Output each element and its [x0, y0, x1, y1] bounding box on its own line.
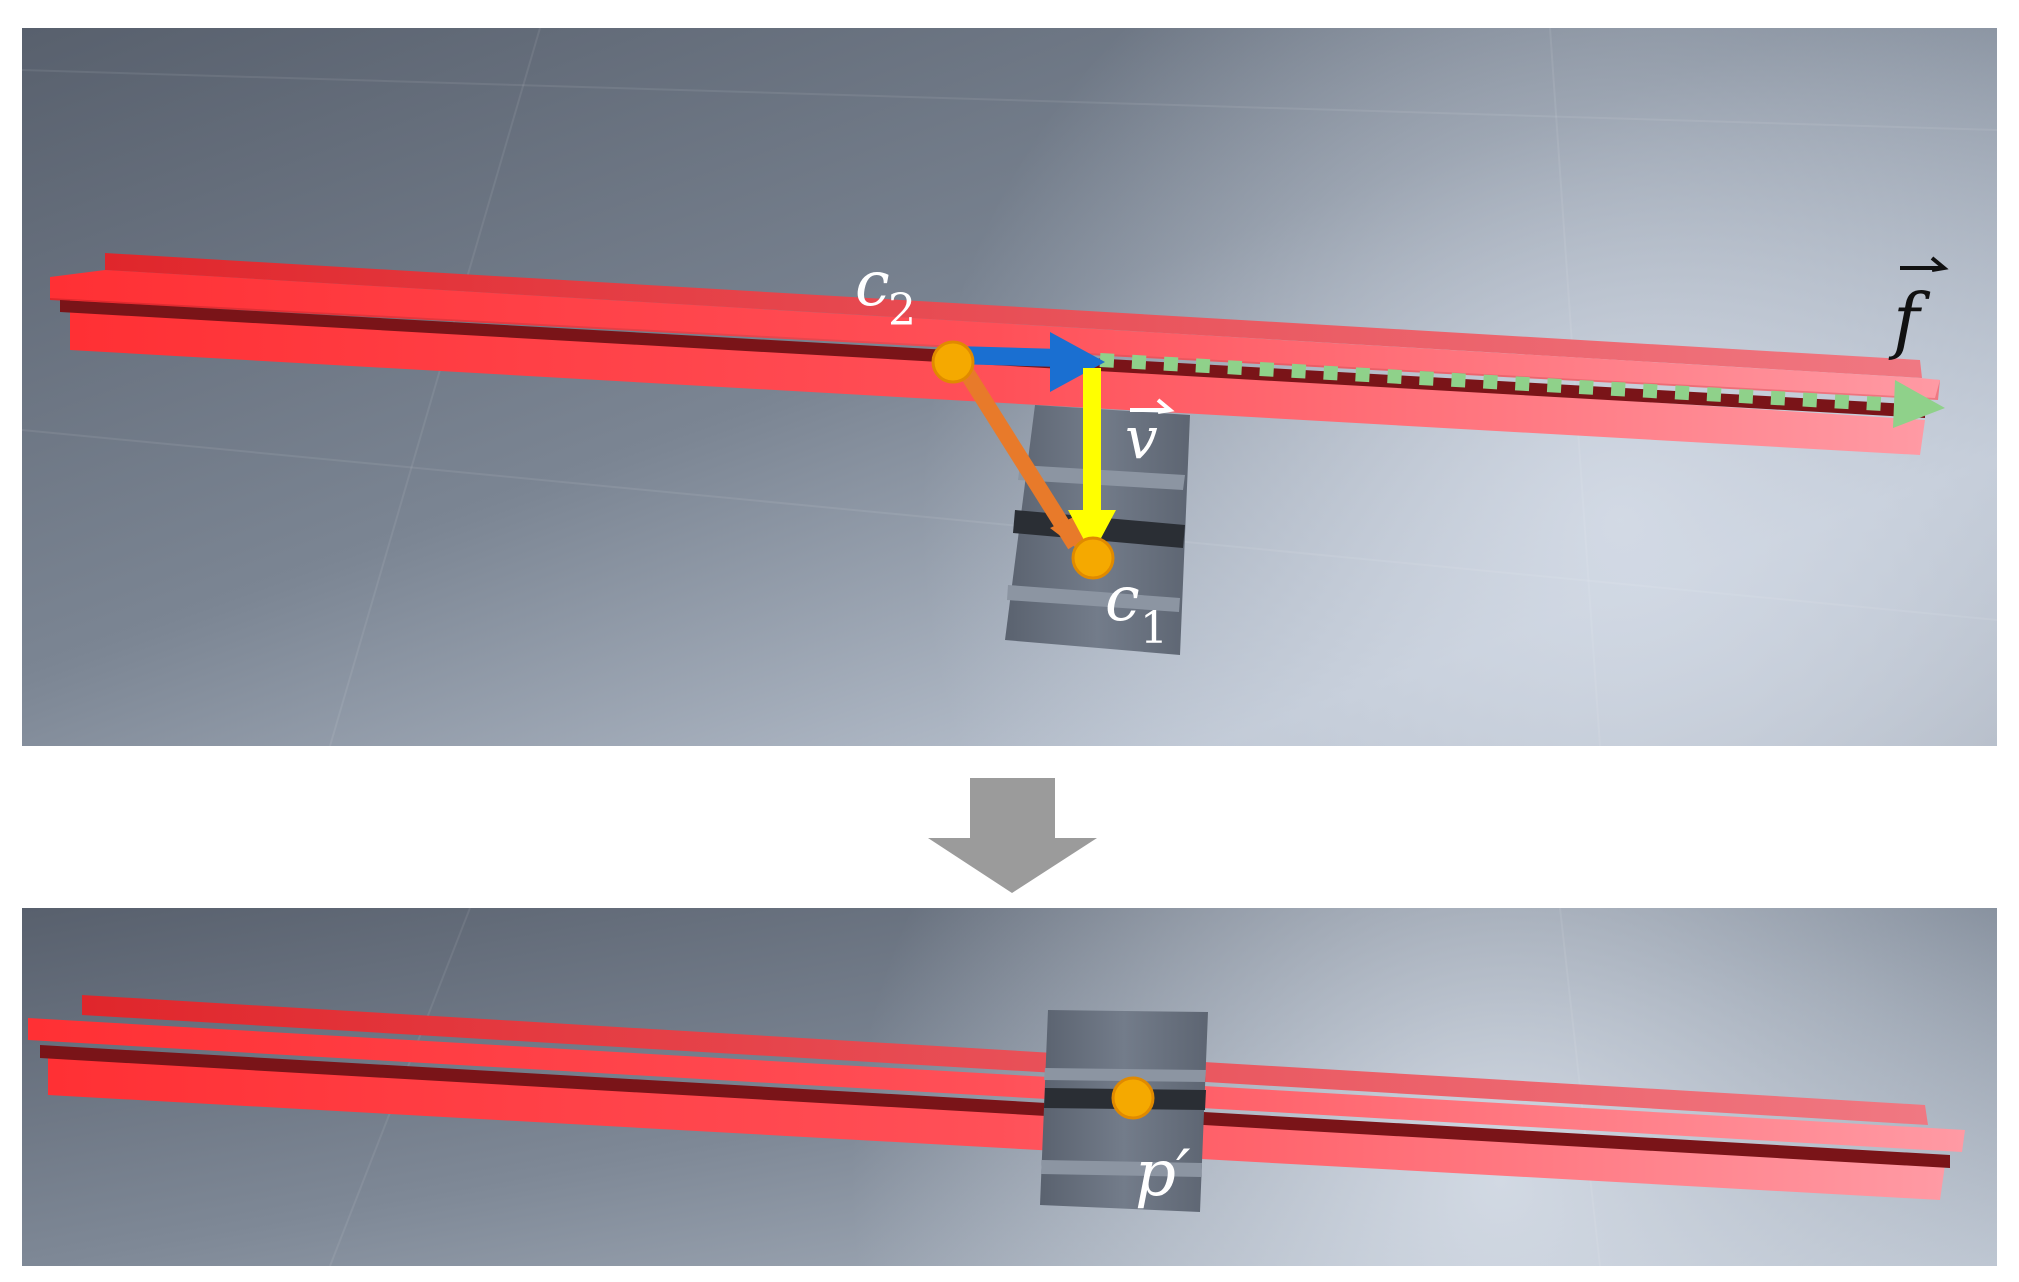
down-arrow-icon	[928, 778, 1097, 893]
marker-c2	[931, 340, 975, 384]
label-c2: c	[855, 247, 890, 320]
f-accent-icon	[1900, 256, 1949, 272]
label-c1-sub: 1	[1140, 603, 1168, 654]
marker-c1	[1071, 536, 1115, 580]
rail-bottom	[28, 995, 1965, 1200]
vector-v-arrow	[1068, 368, 1116, 555]
v-accent-icon	[1130, 398, 1175, 414]
label-v: v	[1125, 404, 1158, 472]
bottom-panel: p′	[22, 907, 1997, 1267]
label-c2-sub: 2	[888, 285, 916, 336]
marker-p-prime	[1111, 1076, 1155, 1120]
top-panel: c 2 c 1 v f	[21, 27, 1998, 747]
label-p-prime: p′	[1135, 1137, 1191, 1211]
label-c1: c	[1105, 562, 1140, 635]
direction-f-arrow	[1099, 353, 1945, 428]
offset-vector-arrow	[953, 357, 1082, 550]
rail-top	[50, 253, 1940, 455]
